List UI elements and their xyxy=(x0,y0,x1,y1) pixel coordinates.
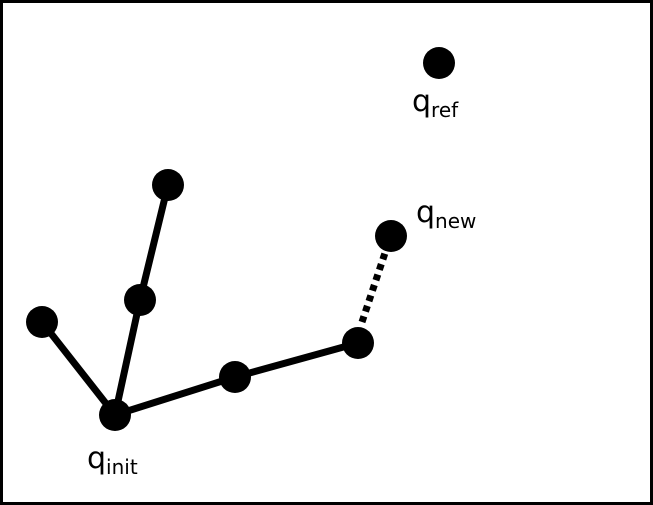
node-top xyxy=(152,169,184,201)
label-q-new-base: q xyxy=(416,195,435,230)
label-q-ref-base: q xyxy=(412,84,431,119)
label-q-ref: qref xyxy=(412,84,459,122)
node-left xyxy=(26,306,58,338)
node-right xyxy=(219,361,251,393)
label-q-new-sub: new xyxy=(435,209,476,233)
node-q-new xyxy=(375,220,407,252)
node-q-near xyxy=(342,327,374,359)
label-q-ref-sub: ref xyxy=(431,98,459,122)
edge-right-near xyxy=(231,339,362,381)
extension-edge-dotted xyxy=(358,248,390,324)
node-q-init xyxy=(99,399,131,431)
label-q-init-base: q xyxy=(87,441,106,476)
node-q-ref xyxy=(423,47,455,79)
label-q-init-sub: init xyxy=(106,455,138,479)
edge-init-left xyxy=(38,318,119,419)
edge-init-right xyxy=(111,373,239,419)
tree-nodes xyxy=(26,47,455,431)
edge-init-mid xyxy=(111,296,144,419)
label-q-init: qinit xyxy=(87,441,138,479)
tree-edges xyxy=(38,181,362,419)
label-q-new: qnew xyxy=(416,195,476,233)
node-mid xyxy=(124,284,156,316)
edge-mid-top xyxy=(136,181,172,304)
